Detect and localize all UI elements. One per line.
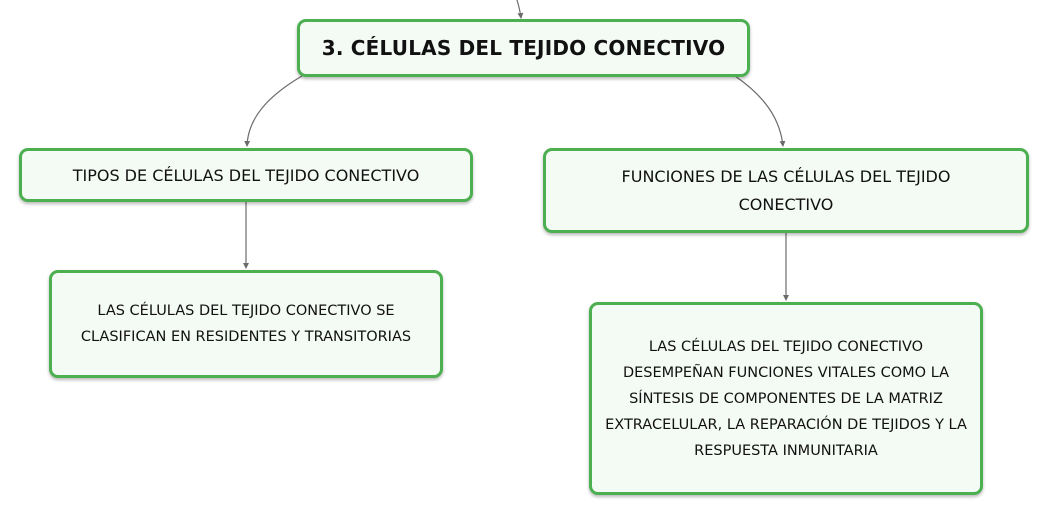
functions-detail-text: LAS CÉLULAS DEL TEJIDO CONECTIVO DESEMPE…: [605, 338, 967, 459]
connector-root-to-types: [244, 75, 303, 147]
root-topic-label: 3. CÉLULAS DEL TEJIDO CONECTIVO: [321, 36, 726, 60]
root-topic-node[interactable]: 3. CÉLULAS DEL TEJIDO CONECTIVO: [297, 19, 750, 77]
subtopic-functions-label: FUNCIONES DE LAS CÉLULAS DEL TEJIDO CONE…: [621, 166, 951, 214]
subtopic-types-node[interactable]: TIPOS DE CÉLULAS DEL TEJIDO CONECTIVO: [19, 148, 473, 202]
connector-root-to-functions: [734, 75, 786, 147]
functions-detail-node[interactable]: LAS CÉLULAS DEL TEJIDO CONECTIVO DESEMPE…: [589, 302, 983, 495]
classification-detail-node[interactable]: LAS CÉLULAS DEL TEJIDO CONECTIVO SE CLAS…: [49, 270, 443, 378]
connector-incoming: [516, 0, 524, 19]
subtopic-functions-node[interactable]: FUNCIONES DE LAS CÉLULAS DEL TEJIDO CONE…: [543, 148, 1029, 233]
classification-detail-text: LAS CÉLULAS DEL TEJIDO CONECTIVO SE CLAS…: [80, 303, 412, 345]
subtopic-types-label: TIPOS DE CÉLULAS DEL TEJIDO CONECTIVO: [72, 165, 420, 185]
